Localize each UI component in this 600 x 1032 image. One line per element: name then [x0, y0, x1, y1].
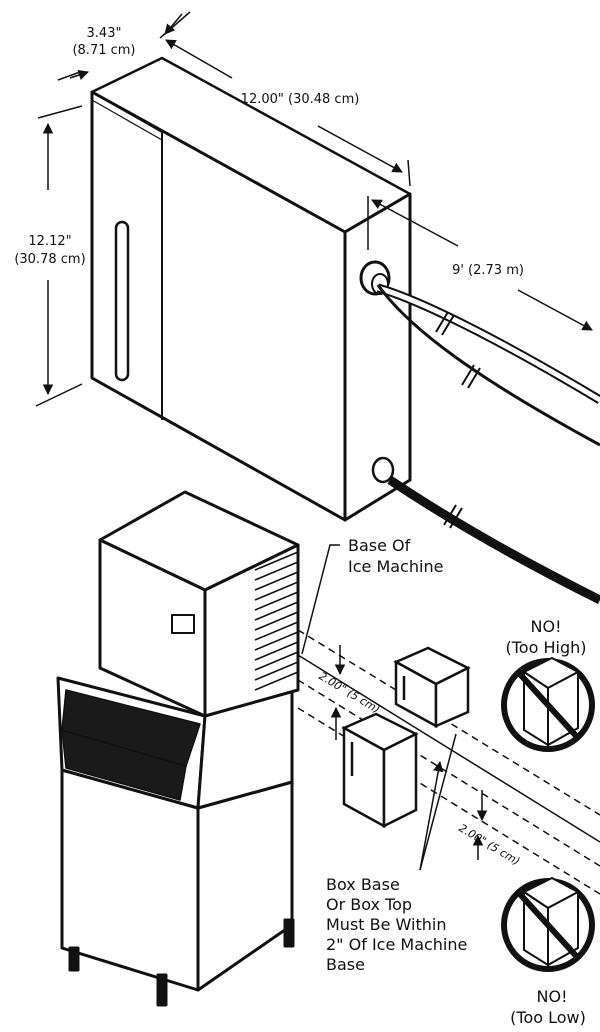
too-low-label-2: (Too Low): [510, 1008, 586, 1027]
box-placement-example-upper: [393, 646, 471, 729]
depth-cm-label: (8.71 cm): [72, 43, 135, 58]
width-label: 12.00" (30.48 cm): [241, 92, 360, 107]
base-label-line2: Ice Machine: [348, 557, 443, 576]
rule-line-4: 2" Of Ice Machine: [326, 935, 467, 954]
cable-length-label: 9' (2.73 m): [452, 263, 524, 278]
no-too-low-icon: [501, 876, 595, 972]
dimension-lines: [35, 11, 593, 407]
height-inches-label: 12.12": [28, 234, 71, 249]
refrigerant-lines: [376, 283, 600, 605]
placement-guides: [297, 544, 600, 895]
rule-line-5: Base: [326, 955, 365, 974]
no-too-high-icon: [501, 656, 595, 752]
offset-upper-label: 2.00" (5 cm): [316, 669, 382, 716]
too-high-label-2: (Too High): [506, 638, 587, 657]
rule-line-2: Or Box Top: [326, 895, 412, 914]
base-label-line1: Base Of: [348, 536, 411, 555]
ice-machine: [56, 490, 300, 1007]
depth-inches-label: 3.43": [87, 26, 122, 41]
rule-line-1: Box Base: [326, 875, 400, 894]
too-high-label-1: NO!: [531, 617, 562, 636]
remote-box: [90, 56, 412, 522]
box-placement-example-lower: [341, 712, 419, 829]
dimension-labels: 3.43" (8.71 cm) 12.00" (30.48 cm) 12.12"…: [14, 26, 524, 278]
height-cm-label: (30.78 cm): [14, 252, 85, 267]
rule-line-3: Must Be Within: [326, 915, 446, 934]
offset-lower-label: 2.00" (5 cm): [456, 821, 522, 868]
too-low-label-1: NO!: [537, 987, 568, 1006]
